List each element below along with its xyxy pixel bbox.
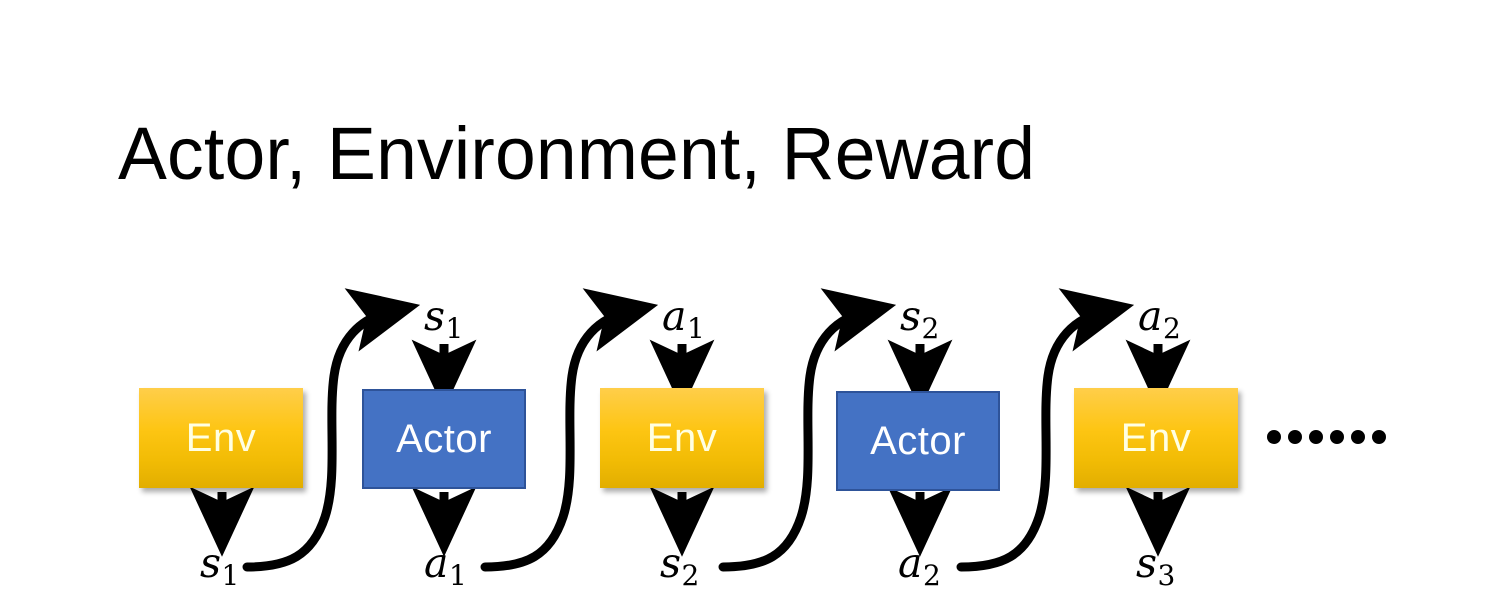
node-env-1[interactable]: Env — [139, 388, 303, 488]
output-label-s1: s1 — [200, 543, 239, 590]
output-label-s3-sub: 3 — [1157, 559, 1176, 593]
node-env-3-label: Env — [1120, 416, 1192, 460]
output-label-a1-base: a — [424, 539, 449, 587]
input-label-a1: a1 — [662, 296, 705, 343]
node-env-2[interactable]: Env — [600, 388, 764, 488]
output-label-s1-sub: 1 — [221, 559, 240, 593]
node-env-2-label: Env — [646, 416, 718, 460]
input-label-s2-base: s — [900, 292, 922, 340]
node-env-3[interactable]: Env — [1074, 388, 1238, 488]
page-title: Actor, Environment, Reward — [118, 112, 1036, 195]
node-actor-1-label: Actor — [396, 417, 492, 461]
node-actor-2[interactable]: Actor — [836, 391, 1000, 491]
input-label-a2: a2 — [1138, 296, 1181, 343]
input-label-a1-base: a — [662, 292, 687, 340]
input-label-s1: s1 — [424, 296, 463, 343]
output-label-a2: a2 — [898, 543, 941, 590]
stage-1: Env s1 — [0, 0, 303, 608]
input-label-s2-sub: 2 — [921, 312, 940, 346]
output-label-s2-base: s — [660, 539, 682, 587]
output-label-a2-sub: 2 — [922, 559, 941, 593]
output-label-s3-base: s — [1136, 539, 1158, 587]
ellipsis-dot — [1288, 430, 1302, 444]
input-label-a2-sub: 2 — [1162, 312, 1181, 346]
ellipsis-dot — [1309, 430, 1323, 444]
input-label-s2: s2 — [900, 296, 939, 343]
node-actor-2-label: Actor — [870, 419, 966, 463]
ellipsis-dot — [1351, 430, 1365, 444]
output-label-a1-sub: 1 — [448, 559, 467, 593]
node-env-1-label: Env — [185, 416, 257, 460]
input-label-s1-sub: 1 — [445, 312, 464, 346]
output-label-s2: s2 — [660, 543, 699, 590]
stage-5: a2 Env s3 — [0, 0, 1238, 608]
continuation-ellipsis-icon — [1267, 430, 1386, 444]
output-label-s2-sub: 2 — [681, 559, 700, 593]
node-actor-1[interactable]: Actor — [362, 389, 526, 489]
ellipsis-dot — [1330, 430, 1344, 444]
input-label-a1-sub: 1 — [686, 312, 705, 346]
input-label-a2-base: a — [1138, 292, 1163, 340]
stage-4: s2 Actor a2 — [0, 0, 1000, 608]
stage-2: s1 Actor a1 — [0, 0, 526, 608]
ellipsis-dot — [1267, 430, 1281, 444]
output-label-a1: a1 — [424, 543, 467, 590]
output-label-s1-base: s — [200, 539, 222, 587]
stage-3: a1 Env s2 — [0, 0, 764, 608]
output-label-a2-base: a — [898, 539, 923, 587]
ellipsis-dot — [1372, 430, 1386, 444]
input-label-s1-base: s — [424, 292, 446, 340]
output-label-s3: s3 — [1136, 543, 1175, 590]
